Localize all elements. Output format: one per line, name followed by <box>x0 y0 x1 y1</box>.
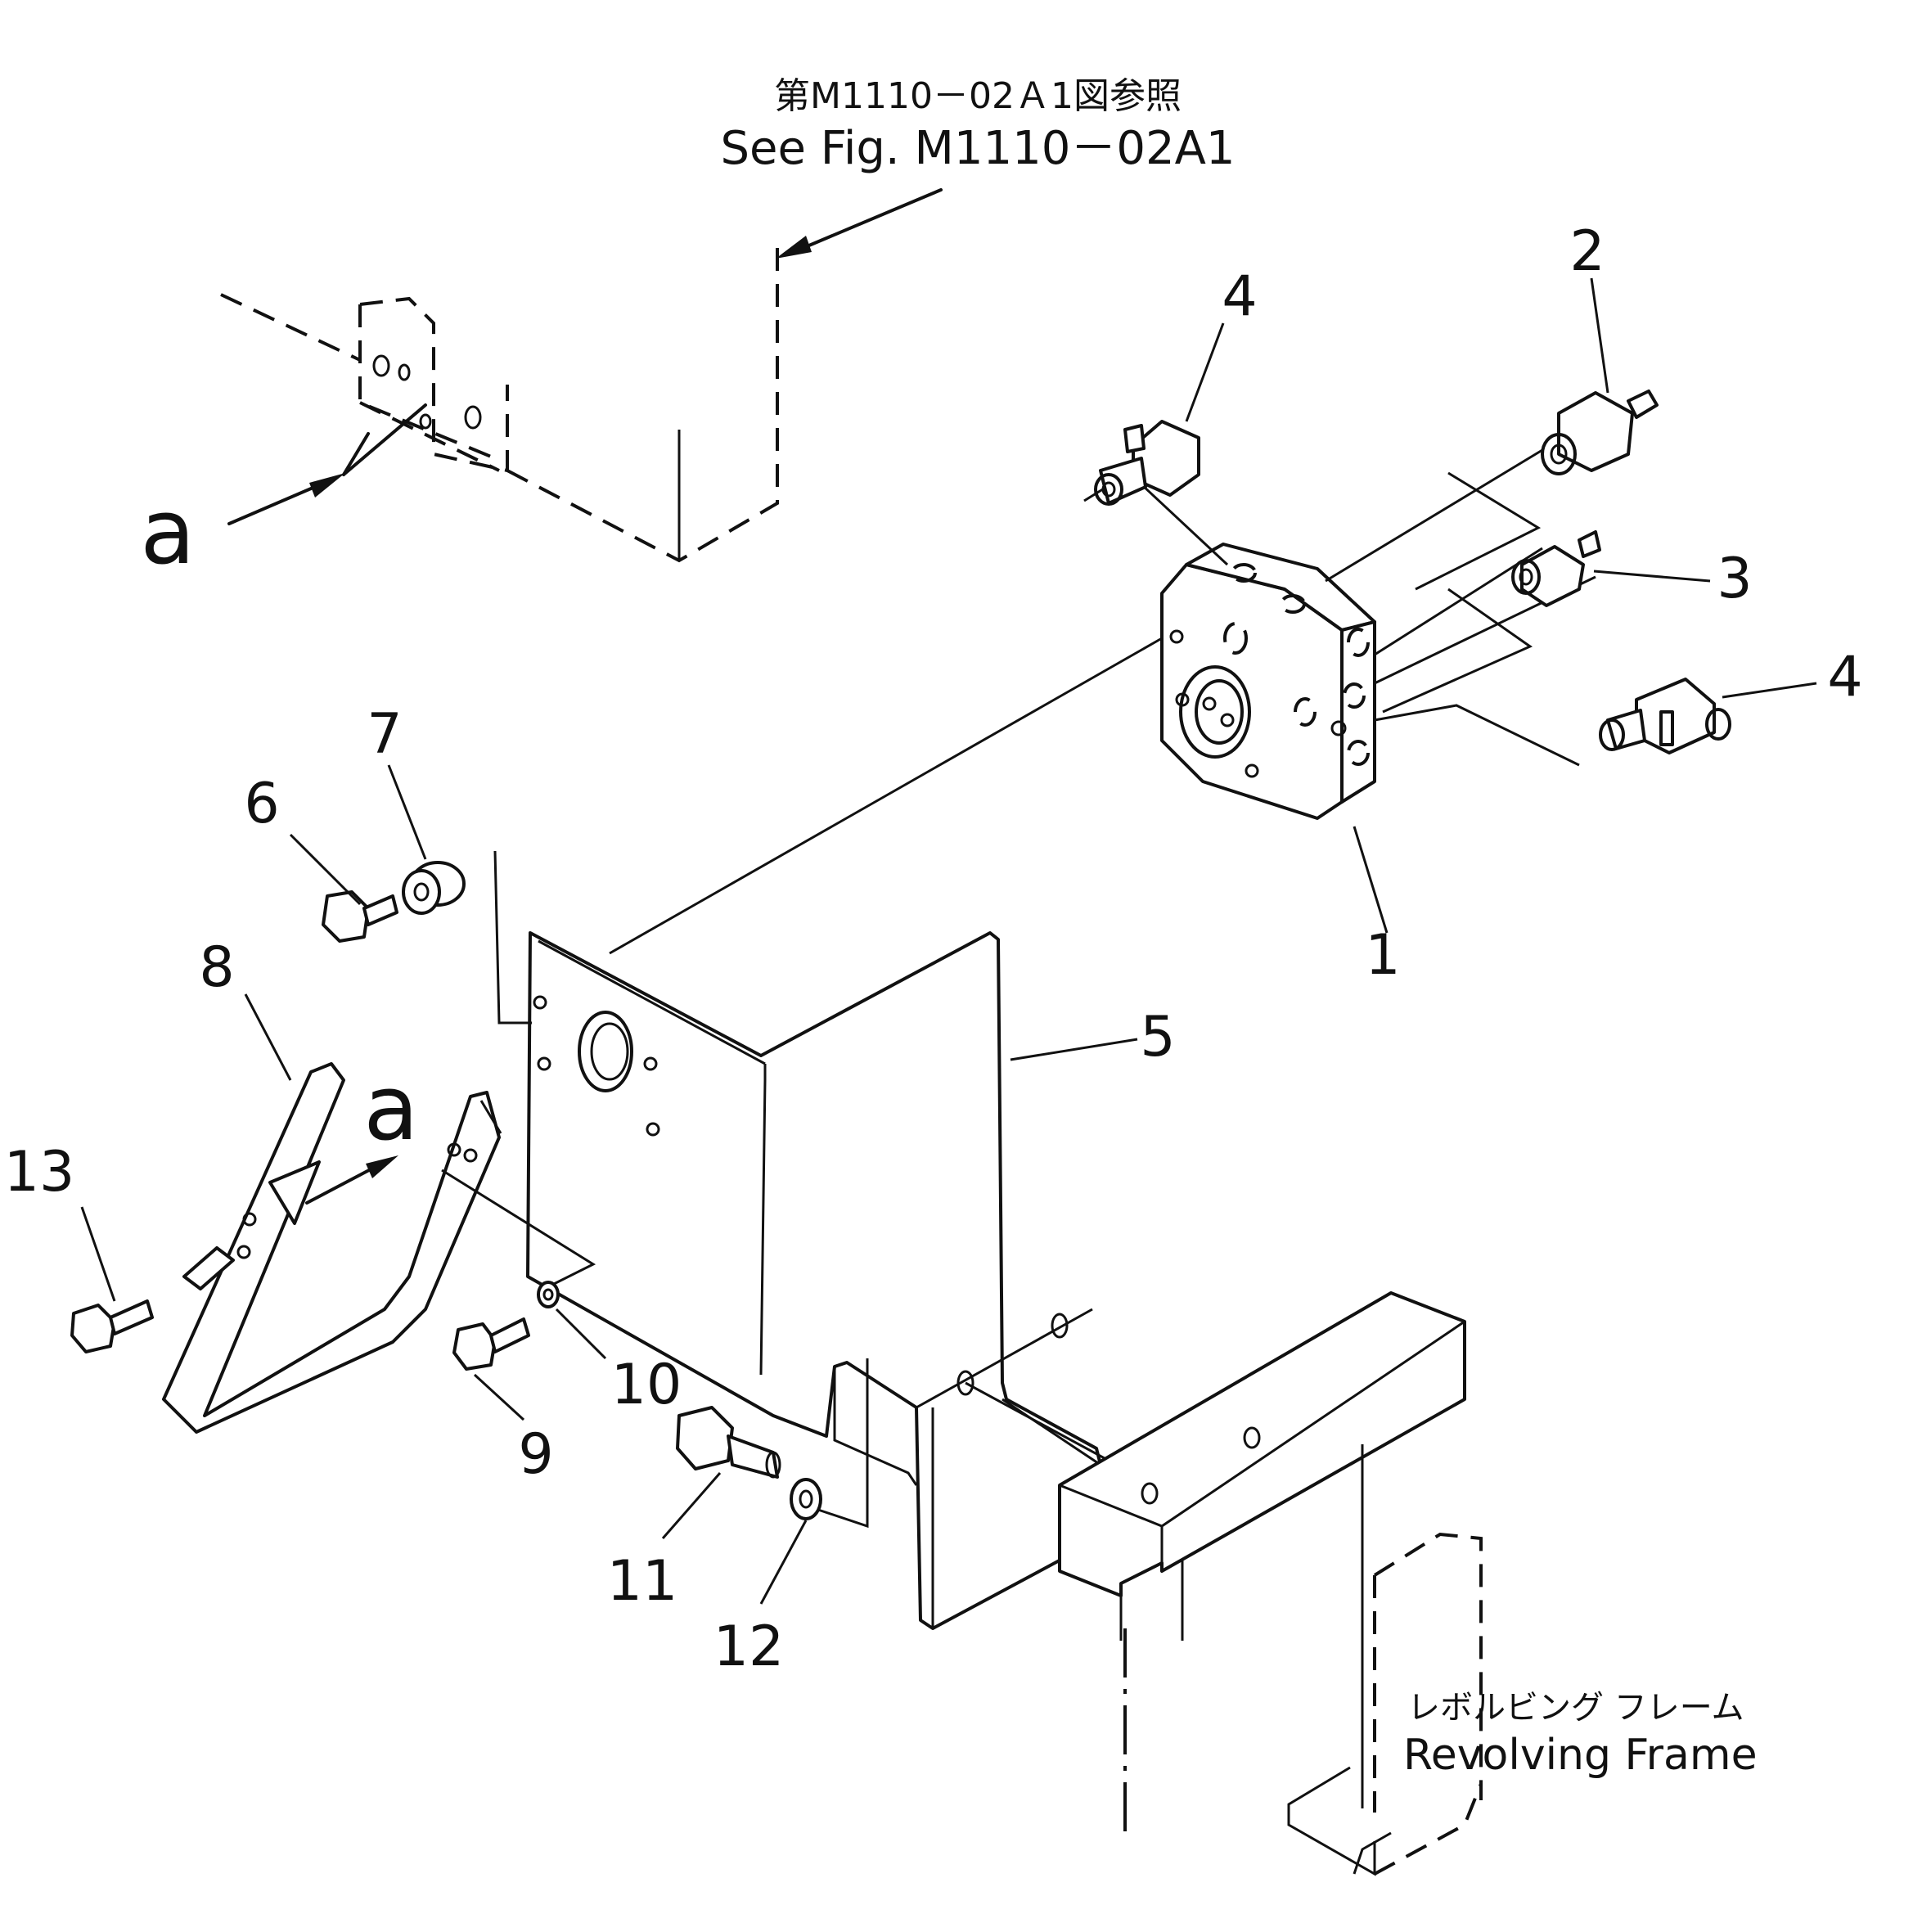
callout-5: 5 <box>1140 1005 1175 1070</box>
callout-8: 8 <box>199 935 234 1000</box>
bolt-6 <box>322 890 398 943</box>
reference-english: See Fig. M1110－02A1 <box>720 122 1235 175</box>
washer-7 <box>402 861 466 915</box>
bolt-9 <box>452 1317 530 1371</box>
callout-12: 12 <box>713 1615 785 1679</box>
callout-10: 10 <box>611 1353 682 1417</box>
leader-fitting-3b <box>1382 588 1533 714</box>
valve-block <box>1160 543 1376 820</box>
callout-6: 6 <box>244 772 279 836</box>
reference-assembly <box>220 245 779 563</box>
callout-9: 9 <box>518 1422 553 1487</box>
callout-4-right: 4 <box>1827 645 1862 709</box>
reference-japanese: 第M1110－02Ａ1図参照 <box>774 75 1182 117</box>
view-marker-a-lower: a <box>363 1056 418 1160</box>
elbow-fitting-right <box>1599 678 1731 754</box>
callout-1: 1 <box>1365 923 1400 988</box>
leader-bolt-6 <box>493 850 532 1025</box>
frame-label-english: Revolving Frame <box>1403 1731 1758 1780</box>
frame-label-japanese: レボルビング フレーム <box>1407 1689 1744 1727</box>
callout-7: 7 <box>367 702 402 767</box>
leader-plate-bolt <box>441 1169 596 1290</box>
leader-fitting-4-right <box>1374 704 1580 767</box>
callout-4-top: 4 <box>1222 264 1257 329</box>
callout-leaders <box>80 277 1817 1605</box>
reference-arrow <box>776 188 943 259</box>
elbow-fitting-top <box>1094 420 1200 506</box>
plate-8 <box>162 1062 502 1434</box>
straight-fitting <box>1511 530 1601 607</box>
revolving-frame <box>1058 1291 1483 1876</box>
adapter-fitting <box>1541 390 1659 475</box>
callout-3: 3 <box>1717 547 1752 611</box>
bolt-11 <box>676 1406 781 1479</box>
callout-13: 13 <box>4 1140 75 1205</box>
view-arrow-top <box>227 473 345 525</box>
bolt-13 <box>70 1299 154 1353</box>
view-marker-a-top: a <box>140 480 195 584</box>
washer-12 <box>790 1478 822 1520</box>
leader-fitting-2 <box>1415 471 1542 591</box>
leader-fitting-2b <box>1325 448 1543 583</box>
leader-washer-12 <box>817 1358 869 1529</box>
bracket <box>526 931 1102 1630</box>
leader-block-bracket <box>609 637 1163 955</box>
washer-10 <box>537 1281 560 1308</box>
callout-11: 11 <box>607 1549 678 1614</box>
callout-2: 2 <box>1569 219 1605 284</box>
view-arrow-lower <box>305 1155 398 1205</box>
